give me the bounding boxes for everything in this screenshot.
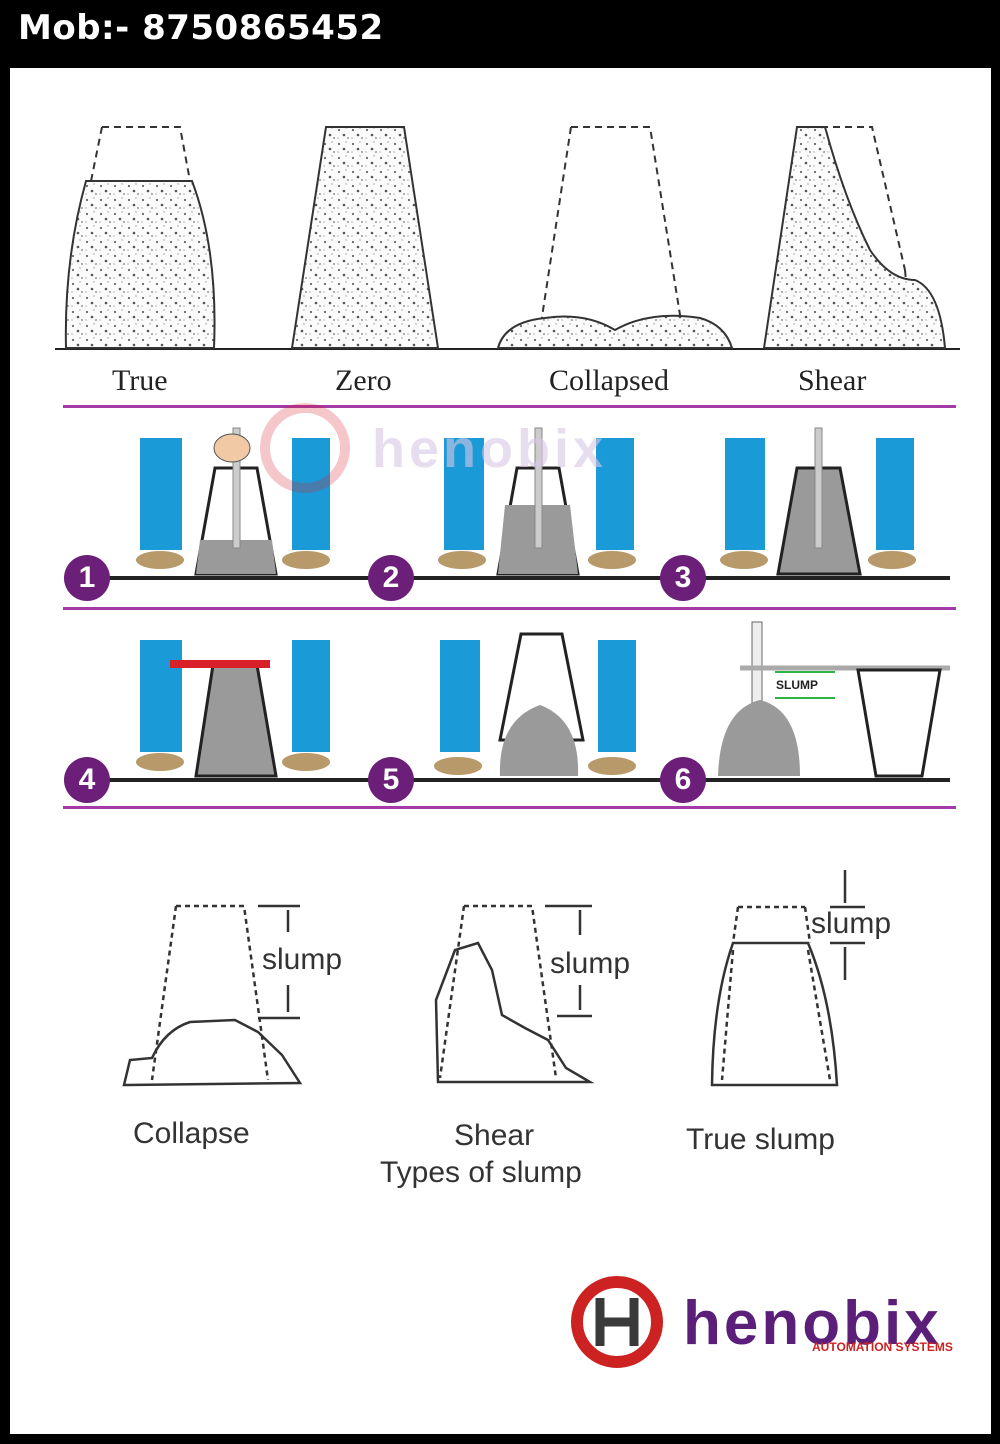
- step-badge-4: 4: [64, 757, 110, 803]
- slump-label-shear: slump: [550, 947, 631, 980]
- label-true: True: [112, 364, 168, 397]
- step-badge-3: 3: [660, 555, 706, 601]
- slump-label-true: slump: [811, 907, 892, 940]
- slump-label-collapse: slump: [262, 943, 343, 976]
- brand-tagline: AUTOMATION SYSTEMS: [812, 1340, 953, 1354]
- top-slump-shapes: [55, 126, 960, 350]
- header-bar: Mob:- 8750865452: [0, 0, 1000, 66]
- type-label-shear: Shear: [454, 1119, 535, 1152]
- henobix-logo-icon: [571, 1276, 663, 1368]
- label-zero: Zero: [335, 364, 392, 397]
- types-of-slump-drawings: [122, 870, 865, 1087]
- step-row-1-illustrations: [70, 427, 950, 580]
- watermark-logo: [260, 403, 350, 493]
- step-row-2-illustrations: [70, 621, 950, 782]
- slump-gauge-label: SLUMP: [776, 678, 818, 692]
- step-badge-2: 2: [368, 555, 414, 601]
- type-label-collapse: Collapse: [133, 1117, 250, 1150]
- brand-name: henobix: [683, 1289, 942, 1358]
- type-label-true-slump: True slump: [686, 1123, 835, 1156]
- types-caption: Types of slump: [380, 1156, 582, 1189]
- label-shear: Shear: [798, 364, 867, 397]
- step-badge-1: 1: [64, 555, 110, 601]
- watermark-text: henobix: [372, 419, 608, 479]
- label-collapsed: Collapsed: [549, 364, 669, 397]
- step-badge-6: 6: [660, 757, 706, 803]
- mobile-number: Mob:- 8750865452: [18, 8, 384, 48]
- step-badge-5: 5: [368, 757, 414, 803]
